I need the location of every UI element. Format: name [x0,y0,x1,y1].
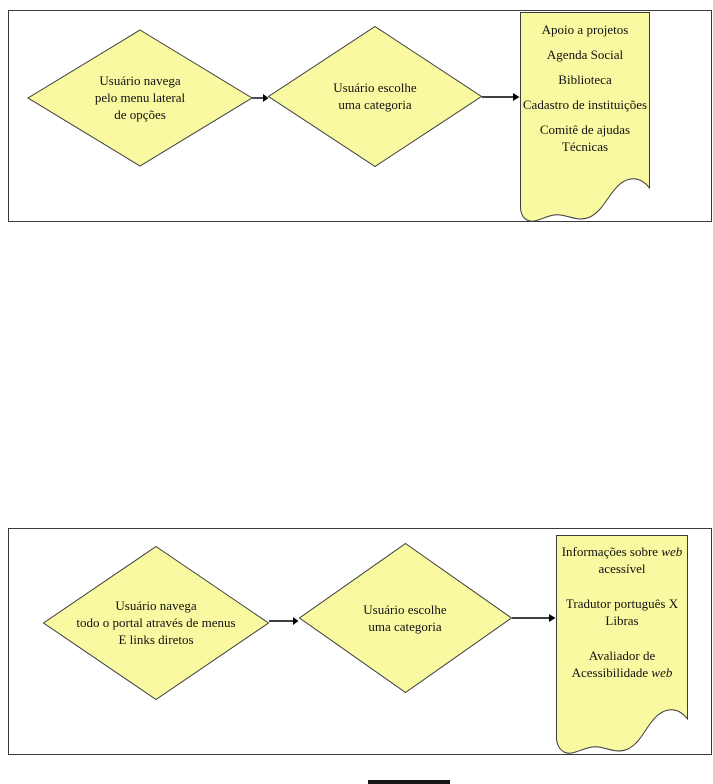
decision-diamond-menu-navigation [27,29,253,167]
document-item: Avaliador de Acessibilidade web [571,648,673,680]
flow-arrow [512,614,556,622]
flowchart-panel-1: Usuário navega pelo menu lateral de opçõ… [8,10,712,222]
decision-diamond-choose-category [298,542,513,694]
document-item: Biblioteca [558,72,612,87]
flowchart-panel-2: Usuário navega todo o portal através de … [8,528,712,755]
decision-label-choose-category: Usuário escolhe uma categoria [333,80,417,112]
document-item: Agenda Social [546,47,624,62]
partial-next-shape-edge [368,780,450,784]
decision-diamond-choose-category [267,25,483,168]
decision-label-menu-navigation: Usuário navega pelo menu lateral de opçõ… [94,73,186,122]
decision-diamond-portal-navigation [42,545,270,701]
flow-arrow [269,617,299,625]
flow-arrow [482,93,520,101]
document-shape-resources [556,535,688,754]
document-shape-categories [520,12,650,222]
flow-arrow [252,94,269,102]
document-item: Tradutor português X Libras [565,596,679,628]
document-item: Informações sobre web acessível [561,544,683,576]
document-item: Cadastro de instituições [522,97,648,112]
decision-label-portal-navigation: Usuário navega todo o portal através de … [76,598,236,647]
document-item: Comitê de ajudas Técnicas [539,122,631,154]
document-item: Apoio a projetos [541,22,629,37]
decision-label-choose-category: Usuário escolhe uma categoria [363,602,447,634]
